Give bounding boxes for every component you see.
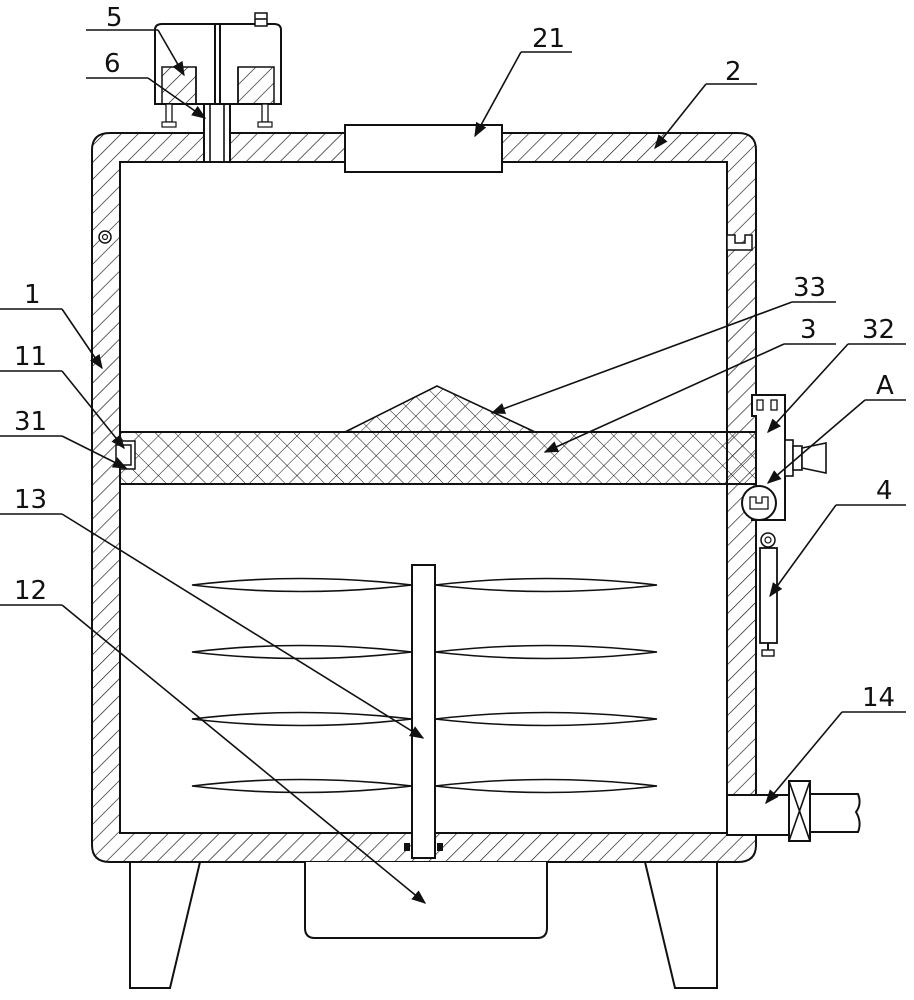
top-cap: [154, 12, 282, 128]
agitator: [191, 564, 658, 859]
leader-lines: [0, 29, 906, 904]
label-A: A: [876, 371, 894, 401]
label-14: 14: [862, 683, 895, 713]
label-4: 4: [876, 476, 893, 506]
label-6: 6: [104, 49, 121, 79]
material-pile: [344, 385, 536, 433]
label-33: 33: [793, 273, 826, 303]
side-cylinder: [759, 532, 778, 657]
label-2: 2: [725, 57, 742, 87]
label-32: 32: [862, 315, 895, 345]
label-21: 21: [532, 24, 565, 54]
left-fitting: [98, 230, 112, 244]
label-12: 12: [14, 576, 47, 606]
label-1: 1: [24, 280, 41, 310]
label-13: 13: [14, 485, 47, 515]
knob: [784, 439, 827, 477]
label-5: 5: [106, 3, 123, 33]
right-leg: [643, 861, 718, 989]
callout-labels: 5 6 21 2 1 11 31 13 12 33 3 32 A 4 14: [14, 3, 895, 713]
label-3: 3: [800, 315, 817, 345]
vent-pipe: [203, 103, 231, 163]
motor-housing: [304, 862, 548, 939]
filter-plate: [119, 431, 758, 485]
label-11: 11: [14, 342, 47, 372]
label-31: 31: [14, 407, 47, 437]
right-notch: [726, 234, 753, 251]
lid-hatch: [344, 124, 503, 173]
left-leg: [129, 861, 202, 989]
